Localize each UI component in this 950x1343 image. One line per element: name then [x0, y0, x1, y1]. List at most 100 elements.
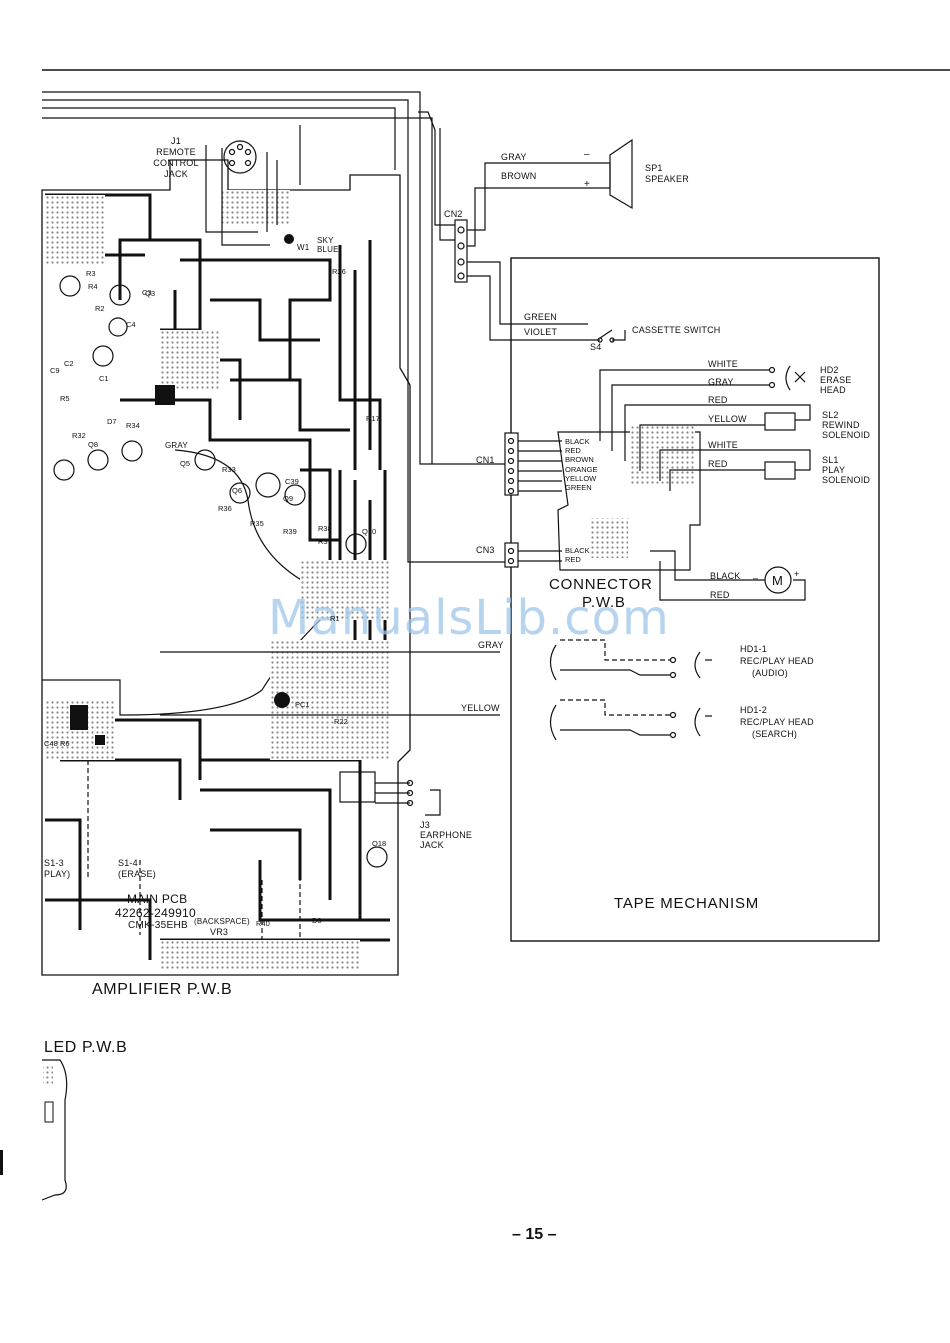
- ref-r34: R34: [126, 421, 140, 430]
- wire-green-sw: GREEN: [524, 312, 558, 322]
- ref-pc1: PC1: [295, 700, 310, 709]
- wire-gray-head: GRAY: [478, 640, 504, 650]
- wire-yellow-head: YELLOW: [461, 703, 500, 713]
- ref-r36: R36: [218, 504, 232, 513]
- cn3-pin-1: BLACK: [565, 546, 590, 555]
- pcb-dashed-lines: [87, 760, 301, 940]
- ref-r4: R4: [88, 282, 98, 291]
- speaker-plus: +: [584, 179, 591, 190]
- ref-q10: Q10: [362, 527, 377, 536]
- wire-red-motor: RED: [710, 590, 730, 600]
- pcb-cutout: [42, 449, 321, 716]
- cn3-connector: [504, 542, 562, 568]
- amplifier-pcb-outline: [41, 159, 411, 976]
- w1-label: W1: [297, 243, 310, 252]
- connector-pwb-title: CONNECTOR: [549, 576, 653, 593]
- ref-r3: R3: [86, 269, 96, 278]
- pcb-shading: [45, 190, 390, 970]
- speaker-minus: –: [584, 149, 590, 160]
- ref-d8: D8: [312, 916, 322, 925]
- ref-r38: R38: [318, 524, 332, 533]
- wire-black-motor: BLACK: [710, 571, 741, 581]
- remote-jack-symbol: [205, 140, 278, 246]
- ref-r39: R39: [283, 527, 297, 536]
- cn1-pin-5: YELLOW: [565, 473, 597, 483]
- led-pwb-outline: [41, 1059, 68, 1201]
- connector-pwb-shading: [590, 518, 628, 558]
- cn1-pin-6: GREEN: [565, 483, 592, 493]
- cn2-connector: [454, 138, 633, 343]
- connector-pwb-outline: [557, 431, 701, 571]
- ref-r6: R6: [60, 739, 70, 748]
- wire-red-sl1: RED: [708, 459, 728, 469]
- tape-mechanism-box: [510, 257, 880, 942]
- ref-q8: Q8: [88, 440, 99, 449]
- ref-q6: Q6: [232, 486, 243, 495]
- cn1-label: CN1: [476, 455, 495, 465]
- mechanism-wires: [599, 369, 811, 601]
- hd2-erase-head-symbol: [768, 365, 806, 391]
- ref-q3: Q3: [145, 289, 156, 298]
- wire-gray-sp: GRAY: [501, 152, 527, 162]
- j3-earphone-jack-symbol: [339, 771, 441, 816]
- ref-q9: Q9: [283, 494, 294, 503]
- cn3-pin-2: RED: [565, 555, 581, 565]
- cn1-pin-2: RED: [565, 446, 581, 456]
- connector-pwb-title-2: P.W.B: [582, 594, 626, 611]
- tape-mechanism-title: TAPE MECHANISM: [614, 895, 760, 912]
- wire-white-sl1: WHITE: [708, 440, 738, 450]
- amplifier-pwb-title: AMPLIFIER P.W.B: [92, 981, 233, 998]
- wire-brown-sp: BROWN: [501, 171, 537, 181]
- page-number: – 15 –: [512, 1226, 557, 1243]
- ref-c9: C9: [50, 366, 60, 375]
- ref-r5: R5: [60, 394, 70, 403]
- motor-symbol: M: [772, 573, 784, 588]
- cn3-label: CN3: [476, 545, 495, 555]
- watermark: ManualsLib.com: [268, 590, 670, 646]
- cn2-label: CN2: [444, 209, 463, 219]
- ref-c2: C2: [64, 359, 74, 368]
- ref-r33: R33: [222, 465, 236, 474]
- ref-r1: R1: [330, 614, 340, 623]
- ref-r40: R40: [256, 919, 270, 928]
- s4-label: S4: [590, 342, 602, 352]
- ref-r37: R37: [318, 537, 332, 546]
- backspace-label: (BACKSPACE): [194, 917, 250, 926]
- motor-minus: –: [753, 573, 759, 583]
- wire-yellow-sl2: YELLOW: [708, 414, 747, 424]
- main-pcb-label: MAIN PCB: [127, 892, 188, 906]
- ref-r32: R32: [72, 431, 86, 440]
- main-pcb-model: CMK-35EHB: [128, 920, 188, 931]
- cn1-connector: [504, 432, 562, 496]
- pcb-solid-pads: [70, 234, 294, 745]
- connector-pwb-shading-2: [630, 425, 695, 485]
- ref-c39: C39: [285, 477, 299, 486]
- ref-r26: R26: [332, 267, 346, 276]
- cn1-pin-1: BLACK: [565, 437, 590, 446]
- cassette-switch-label: CASSETTE SWITCH: [632, 325, 721, 335]
- ref-d7: D7: [107, 417, 117, 426]
- vr3-label: VR3: [210, 927, 229, 937]
- ref-c48: C48: [44, 739, 58, 748]
- ref-c3: C3: [142, 288, 152, 297]
- wire-violet-sw: VIOLET: [524, 327, 558, 337]
- cn1-pin-4: ORANGE: [565, 464, 598, 474]
- ref-r22: R22: [334, 717, 348, 726]
- wire-gray-hd2: GRAY: [708, 377, 734, 387]
- ref-r17: R17: [366, 414, 380, 423]
- wire-white-hd2: WHITE: [708, 359, 738, 369]
- cable-harness: [42, 91, 505, 716]
- ref-r35: R35: [250, 519, 264, 528]
